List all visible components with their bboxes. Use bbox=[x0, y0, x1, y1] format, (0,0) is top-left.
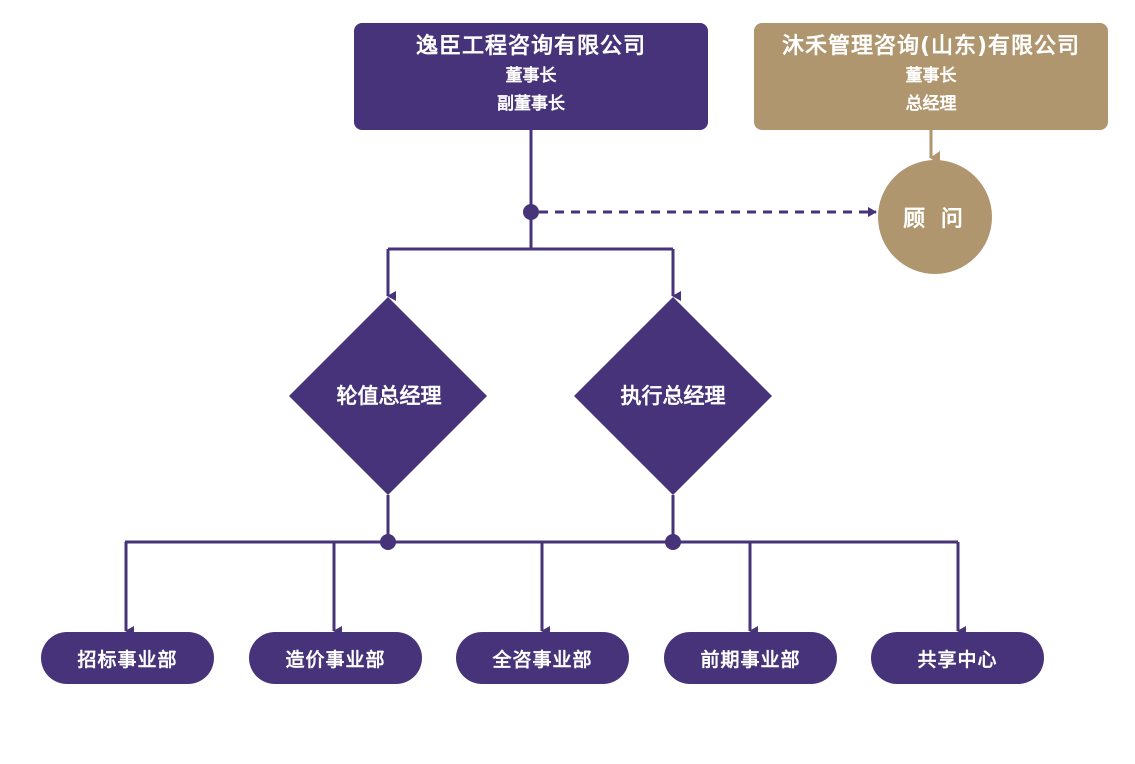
department-cost: 造价事业部 bbox=[249, 632, 422, 684]
junction-dot-right bbox=[665, 534, 681, 550]
company-a-name: 逸臣工程咨询有限公司 bbox=[415, 34, 646, 59]
department-full-consulting: 全咨事业部 bbox=[456, 632, 629, 684]
company-a-role-chairman: 董事长 bbox=[505, 66, 557, 86]
company-b-box: 沐禾管理咨询(山东)有限公司 董事长 总经理 bbox=[754, 23, 1108, 130]
company-a-box: 逸臣工程咨询有限公司 董事长 副董事长 bbox=[354, 23, 708, 130]
diamond-executive-manager bbox=[574, 297, 772, 495]
executive-manager-label: 执行总经理 bbox=[620, 384, 726, 408]
department-shared-center: 共享中心 bbox=[871, 632, 1044, 684]
diamond-rotating-manager bbox=[289, 297, 487, 495]
department-preliminary: 前期事业部 bbox=[664, 632, 837, 684]
junction-dot-top bbox=[523, 204, 539, 220]
company-a-role-vice-chairman: 副董事长 bbox=[497, 94, 565, 114]
company-b-role-general-manager: 总经理 bbox=[905, 94, 957, 114]
department-bidding: 招标事业部 bbox=[41, 632, 214, 684]
company-b-name: 沐禾管理咨询(山东)有限公司 bbox=[781, 34, 1081, 59]
advisor-circle: 顾 问 bbox=[878, 160, 992, 274]
rotating-manager-label: 轮值总经理 bbox=[336, 384, 442, 408]
company-b-role-chairman: 董事长 bbox=[905, 66, 957, 86]
junction-dot-left bbox=[380, 534, 396, 550]
